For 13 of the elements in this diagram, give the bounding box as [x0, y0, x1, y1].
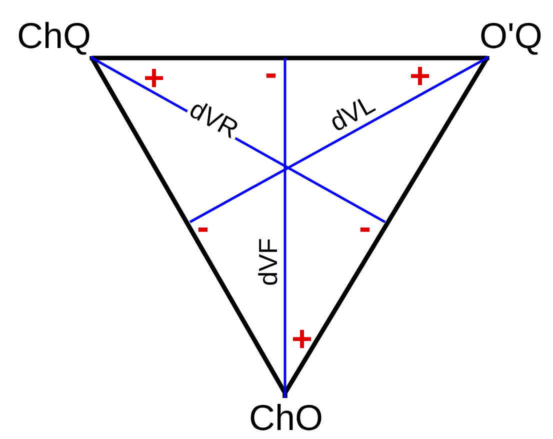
triangle-side — [90, 54, 490, 60]
polarity-sign: + — [408, 61, 432, 91]
polarity-sign: + — [142, 63, 166, 93]
lead-axis-line — [284, 58, 286, 398]
polarity-sign: + — [290, 324, 314, 354]
polarity-sign: - — [264, 58, 278, 88]
vertex-label: O'Q — [470, 16, 552, 56]
triangle-side — [282, 55, 490, 398]
vertex-label: ChQ — [6, 16, 102, 56]
lead-axis-line — [189, 55, 488, 224]
polarity-sign: - — [358, 212, 372, 242]
vertex-label: ChO — [243, 398, 329, 438]
polarity-sign: - — [196, 212, 210, 242]
